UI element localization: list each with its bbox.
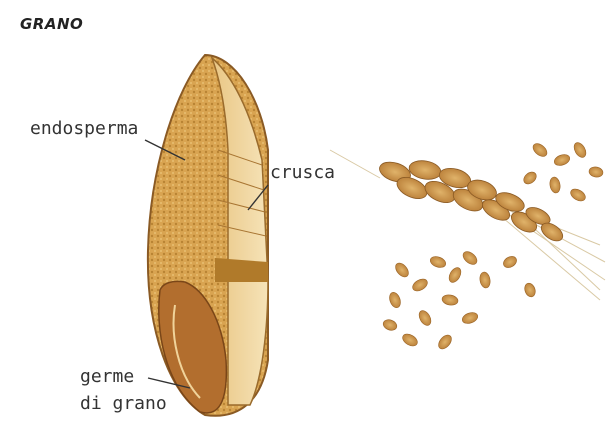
wheat-kernel-diagram <box>148 55 268 416</box>
bran-label: crusca <box>270 161 335 185</box>
germ-label-line1: germe <box>80 365 134 389</box>
wheat-ear-illustration <box>330 141 605 352</box>
germ-label-line2: di grano <box>80 392 167 416</box>
aleurone-band <box>215 258 268 282</box>
endosperm-label: endosperma <box>30 117 138 141</box>
